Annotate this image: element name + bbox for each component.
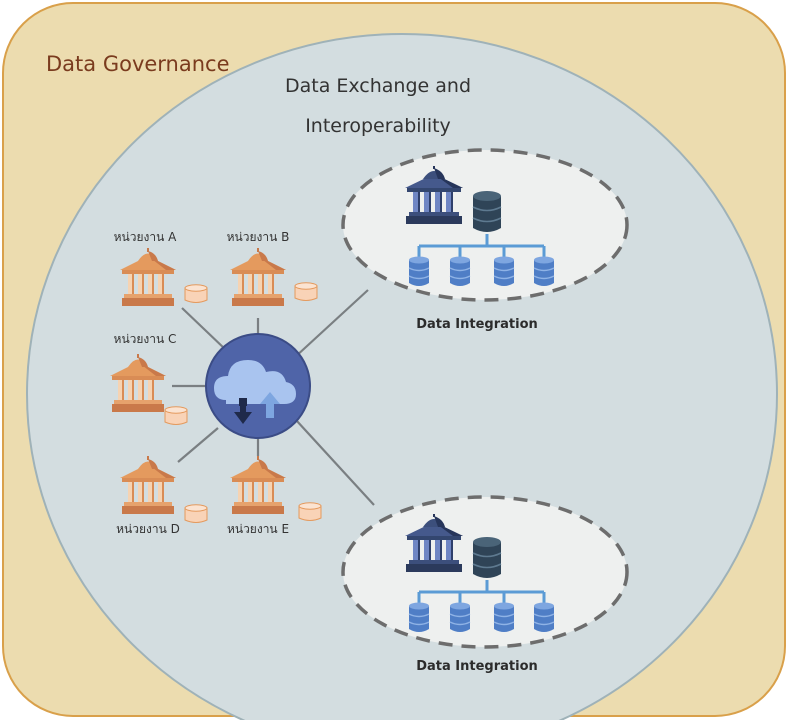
database-icon — [294, 282, 318, 301]
agency-c: หน่วยงาน C — [110, 332, 188, 425]
agency-a-label: หน่วยงาน A — [114, 230, 177, 244]
data-integration-1-label: Data Integration — [416, 317, 538, 332]
database-icon — [472, 190, 502, 233]
agency-e: หน่วยงาน E — [227, 456, 322, 536]
database-icon — [493, 602, 515, 633]
database-tree — [417, 234, 546, 258]
exchange-title-line2: Interoperability — [305, 115, 451, 137]
agency-e-label: หน่วยงาน E — [227, 522, 289, 536]
database-icon — [493, 256, 515, 287]
agency-c-label: หน่วยงาน C — [114, 332, 177, 346]
data-integration-2: Data Integration — [341, 495, 629, 674]
database-icon — [164, 406, 188, 425]
exchange-title-line1: Data Exchange and — [285, 75, 471, 97]
governance-label: Data Governance — [46, 52, 230, 76]
database-icon — [449, 256, 471, 287]
agency-b-label: หน่วยงาน B — [227, 230, 290, 244]
database-icon — [533, 602, 555, 633]
data-integration-2-label: Data Integration — [416, 659, 538, 674]
agency-a: หน่วยงาน A — [114, 230, 208, 306]
database-icon — [184, 504, 208, 523]
database-icon — [408, 602, 430, 633]
cloud-sync-icon — [214, 360, 296, 424]
database-icon — [184, 284, 208, 303]
agency-b: หน่วยงาน B — [227, 230, 318, 306]
database-icon — [408, 256, 430, 287]
database-icon — [533, 256, 555, 287]
agency-d: หน่วยงาน D — [116, 456, 208, 536]
cloud-hub — [205, 333, 311, 439]
database-icon — [472, 536, 502, 579]
database-icon — [298, 502, 322, 521]
agency-d-label: หน่วยงาน D — [116, 522, 180, 536]
data-integration-1: Data Integration — [341, 148, 629, 332]
connector-lines — [172, 289, 375, 506]
database-tree — [417, 580, 546, 604]
database-icon — [449, 602, 471, 633]
